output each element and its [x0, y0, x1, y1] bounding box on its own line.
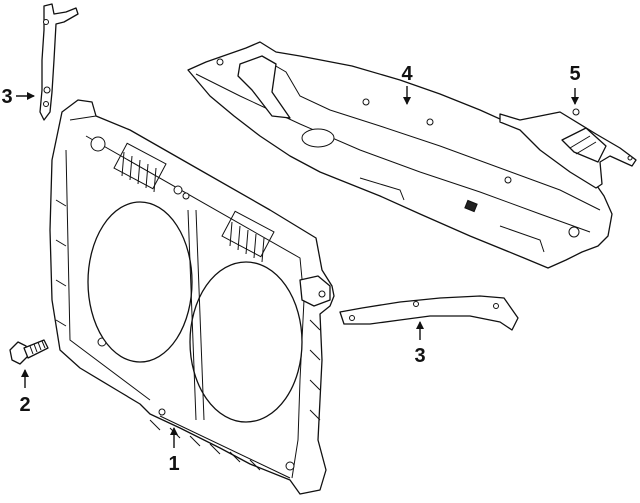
support-bracket-upper-left	[39, 3, 79, 121]
callout-1: 1	[168, 453, 179, 475]
callout-3-right: 3	[414, 345, 425, 367]
callout-5: 5	[569, 63, 580, 85]
latch-bracket	[499, 108, 637, 189]
callout-4: 4	[401, 63, 413, 85]
callout-2: 2	[19, 394, 30, 416]
bolt	[9, 339, 49, 365]
callout-3-upper: 3	[1, 86, 12, 108]
support-bracket-right	[339, 295, 519, 331]
upper-cover	[187, 41, 613, 269]
radiator-support	[49, 99, 335, 495]
